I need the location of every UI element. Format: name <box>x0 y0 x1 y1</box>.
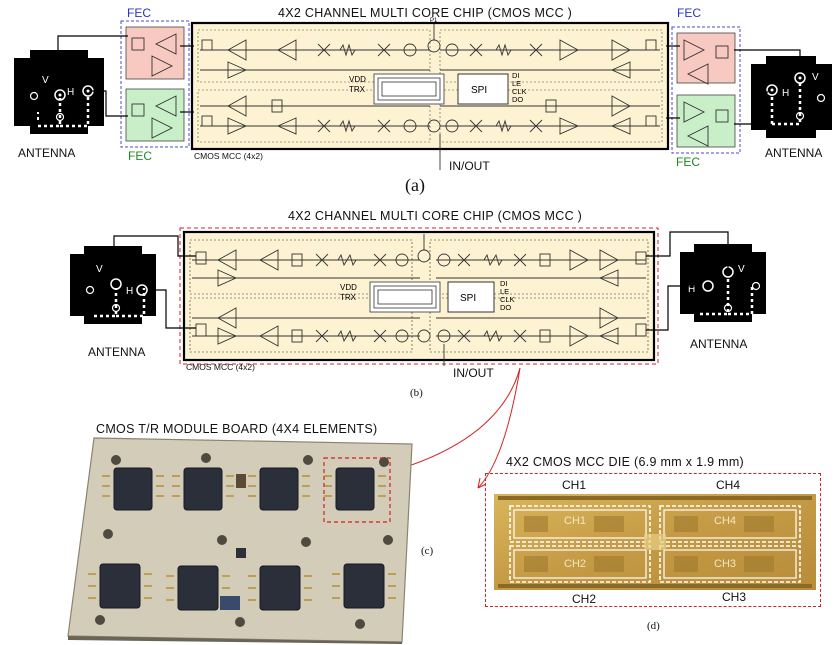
svg-text:V: V <box>812 72 819 83</box>
svg-text:TRX: TRX <box>340 293 357 302</box>
svg-text:VDD: VDD <box>340 283 357 292</box>
antenna-left-b <box>70 246 156 324</box>
ch4-die-label: CH4 <box>714 515 736 527</box>
tr-module-board <box>60 436 420 644</box>
svg-text:H: H <box>126 286 133 297</box>
svg-text:H: H <box>67 87 74 98</box>
ch1-outer-label: CH1 <box>562 478 586 492</box>
panel-d-title: 4X2 CMOS MCC DIE (6.9 mm x 1.9 mm) <box>506 455 744 469</box>
panel-a-diagram: V H V H <box>0 0 835 200</box>
antenna-right-a <box>751 56 832 138</box>
svg-text:DO: DO <box>500 303 511 312</box>
ch2-die-label: CH2 <box>564 558 586 570</box>
caption-c: (c) <box>421 545 433 557</box>
svg-text:TRX: TRX <box>349 85 366 94</box>
antenna-right-b <box>680 244 766 322</box>
svg-text:V: V <box>42 75 49 86</box>
svg-text:V: V <box>96 264 103 275</box>
ch3-die-label: CH3 <box>714 558 736 570</box>
svg-text:DO: DO <box>512 95 523 104</box>
svg-text:P1: P1 <box>430 18 438 24</box>
svg-text:SPI: SPI <box>471 85 487 96</box>
panel-c-title: CMOS T/R MODULE BOARD (4X4 ELEMENTS) <box>96 422 377 436</box>
ch2-outer-label: CH2 <box>572 592 596 606</box>
svg-text:SPI: SPI <box>460 293 476 304</box>
ch4-outer-label: CH4 <box>716 478 740 492</box>
die-photo <box>494 494 816 590</box>
caption-d: (d) <box>647 620 660 632</box>
svg-text:V: V <box>738 264 745 275</box>
svg-text:VDD: VDD <box>349 75 366 84</box>
panel-b-title: 4X2 CHANNEL MULTI CORE CHIP (CMOS MCC ) <box>288 209 582 223</box>
control-block-a <box>374 74 508 104</box>
antenna-left-a <box>14 50 104 134</box>
svg-text:H: H <box>782 88 789 99</box>
ch1-die-label: CH1 <box>564 515 586 527</box>
ch3-outer-label: CH3 <box>722 590 746 604</box>
